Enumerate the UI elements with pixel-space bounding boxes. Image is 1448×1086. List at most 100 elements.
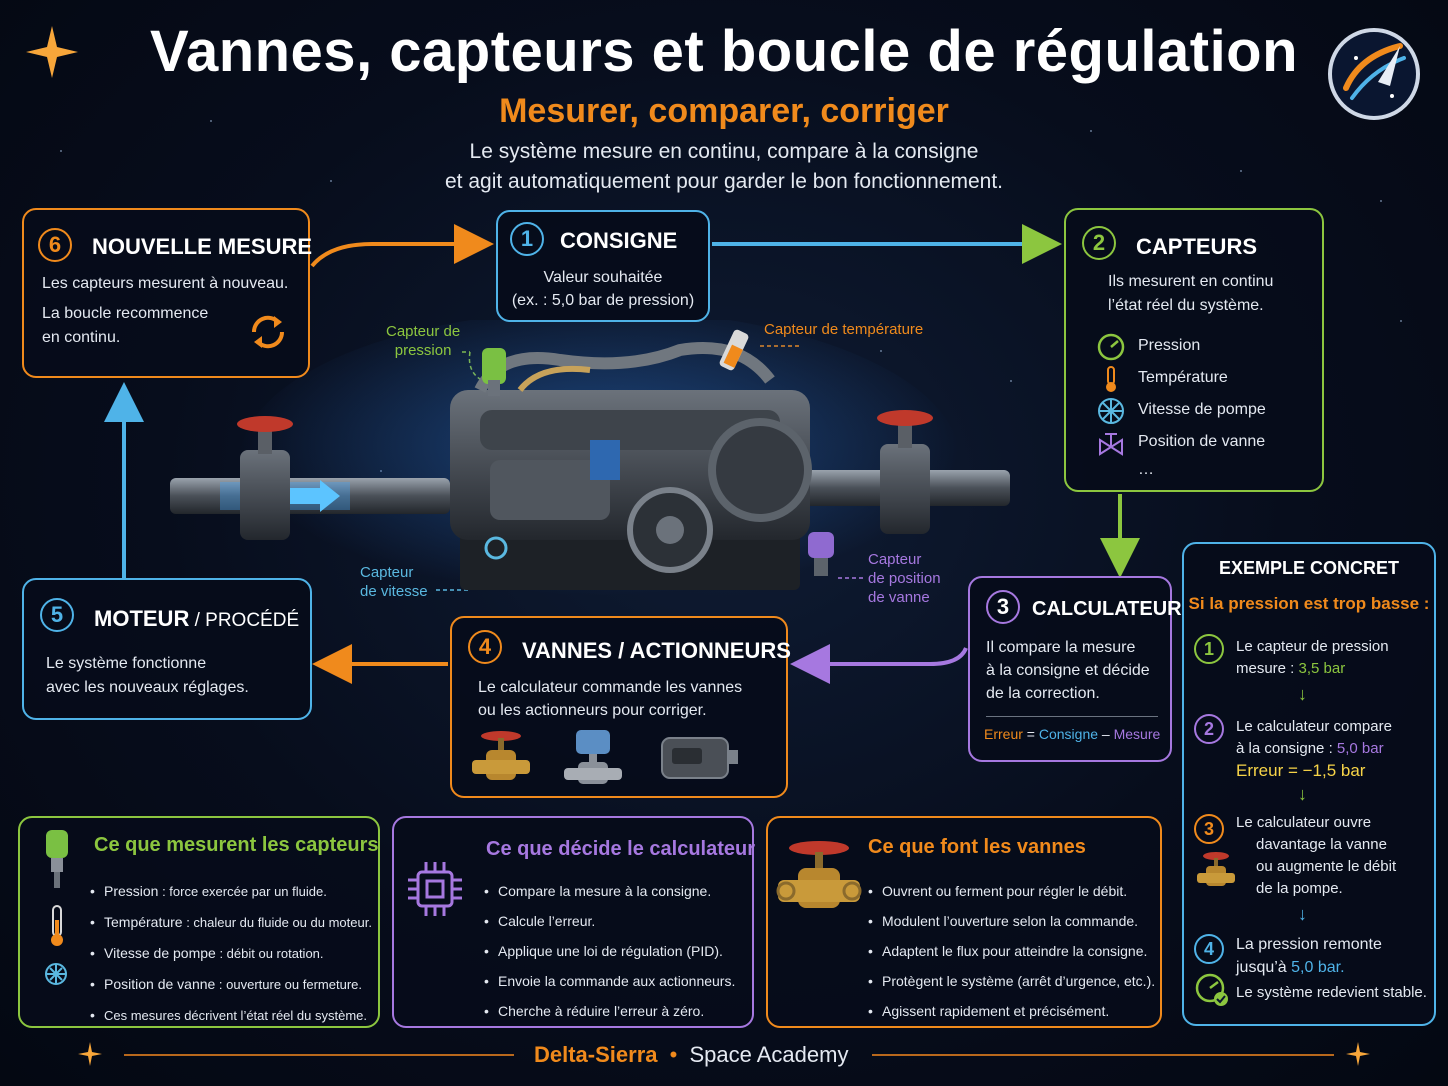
term: Position de vanne: [104, 976, 216, 992]
thermometer-icon: [51, 905, 63, 946]
valves-box-title: Ce que font les vannes: [868, 836, 1086, 858]
formula-error: Erreur: [984, 726, 1023, 742]
list-item: Adaptent le flux pour atteindre la consi…: [868, 936, 1155, 966]
speed-sensor-label-line-1: Capteur: [360, 564, 414, 581]
step-3-line-3: de la correction.: [986, 685, 1100, 702]
valves-info-box: Ce que font les vannes Ouvrent ou fermen…: [766, 816, 1162, 1028]
step-5-title: MOTEUR / PROCÉDÉ: [94, 606, 299, 632]
sensors-info-box: Ce que mesurent les capteurs Pression : …: [18, 816, 380, 1031]
example-step-1-prefix: mesure :: [1236, 660, 1299, 677]
example-step-4-value: 5,0 bar.: [1291, 959, 1345, 976]
actuator-valve-icon: [564, 730, 622, 784]
example-step-3-line-1: Le calculateur ouvre: [1236, 814, 1372, 831]
list-item: Calcule l’erreur.: [484, 906, 735, 936]
example-step-1-value: 3,5 bar: [1298, 660, 1346, 677]
step-3-card: 3 CALCULATEUR Il compare la mesure à la …: [968, 576, 1182, 762]
step-3-number: 3: [986, 590, 1020, 624]
sparkle-icon: [1346, 1042, 1370, 1066]
example-subtitle: Si la pression est trop basse :: [1188, 594, 1430, 613]
list-item: Ces mesures décrivent l’état réel du sys…: [90, 1000, 372, 1031]
footer-brand-name: Delta-Sierra: [534, 1042, 658, 1067]
calculator-box-title: Ce que décide le calculateur: [486, 838, 755, 860]
list-item: Envoie la commande aux actionneurs.: [484, 966, 735, 996]
example-step-2-line-2: à la consigne : 5,0 bar: [1236, 738, 1384, 760]
step-4-line-2: ou les actionneurs pour corriger.: [478, 702, 707, 719]
footer-academy: Space Academy: [689, 1042, 849, 1067]
definition: : ouverture ou fermeture.: [215, 977, 362, 992]
sensor-item-more: …: [1138, 461, 1154, 478]
formula-divider: [986, 716, 1158, 717]
pressure-sensor-label-line-1: Capteur de: [386, 323, 461, 340]
list-item: Ouvrent ou ferment pour régler le débit.: [868, 876, 1155, 906]
list-item: Modulent l’ouverture selon la commande.: [868, 906, 1155, 936]
formula-setpoint: Consigne: [1038, 726, 1099, 742]
sparkle-icon: [78, 1042, 102, 1066]
list-item: Température : chaleur du fluide ou du mo…: [90, 907, 372, 938]
list-item: Pression : force exercée par un fluide.: [90, 876, 372, 907]
calculator-box-list: Compare la mesure à la consigne. Calcule…: [484, 876, 735, 1026]
example-step-3-line-2: davantage la vanne: [1256, 836, 1387, 853]
list-item: Applique une loi de régulation (PID).: [484, 936, 735, 966]
stable-gauge-check-icon: [1195, 973, 1228, 1006]
summary: Ces mesures décrivent l’état réel du sys…: [104, 1008, 367, 1023]
definition: : force exercée par un fluide.: [158, 884, 327, 899]
step-1-title: CONSIGNE: [560, 228, 678, 253]
example-step-1-number: 1: [1194, 634, 1224, 664]
step-2-title: CAPTEURS: [1136, 234, 1258, 259]
footer-separator: •: [669, 1042, 678, 1067]
definition: : débit ou rotation.: [215, 946, 324, 961]
example-step-2-error: Erreur = −1,5 bar: [1236, 761, 1366, 780]
step-1-line-1: Valeur souhaitée: [543, 269, 663, 286]
step-2-line-1: Ils mesurent en continu: [1108, 273, 1274, 290]
term: Vitesse de pompe: [104, 945, 216, 961]
step-6-number: 6: [38, 228, 72, 262]
example-step-2-line-1: Le calculateur compare: [1236, 718, 1392, 735]
step-5-line-2: avec les nouveaux réglages.: [46, 679, 249, 696]
sparkle-icon: [26, 26, 78, 78]
term: Température: [104, 914, 183, 930]
thermometer-icon: [1106, 366, 1116, 392]
pressure-sensor-icon: [46, 830, 68, 888]
valve-position-sensor-label: Capteur de position de vanne: [868, 550, 941, 607]
small-valve-icon: [1197, 852, 1235, 886]
example-step-1-line-1: Le capteur de pression: [1236, 638, 1389, 655]
chip-icon: [408, 862, 462, 916]
step-2-number: 2: [1082, 226, 1116, 260]
step-5-title-main: MOTEUR: [94, 606, 190, 631]
example-step-4-prefix: jusqu’à: [1236, 959, 1292, 976]
intro-line-2: et agit automatiquement pour garder le b…: [444, 170, 1004, 193]
sensors-box-list: Pression : force exercée par un fluide. …: [90, 876, 372, 1031]
temperature-sensor-label: Capteur de température: [764, 321, 924, 338]
example-step-4-number: 4: [1194, 934, 1224, 964]
arrow-down-icon: ↓: [1298, 904, 1307, 924]
list-item: Cherche à réduire l’erreur à zéro.: [484, 996, 735, 1026]
example-step-2-value: 5,0 bar: [1336, 740, 1384, 757]
error-formula: Erreur = Consigne – Mesure: [984, 726, 1160, 742]
valves-box-list: Ouvrent ou ferment pour régler le débit.…: [868, 876, 1155, 1026]
sensors-box-title: Ce que mesurent les capteurs: [94, 834, 379, 856]
example-step-1-line-2: mesure : 3,5 bar: [1236, 658, 1345, 680]
arrow-down-icon: ↓: [1298, 684, 1307, 704]
speed-sensor-label-line-2: de vitesse: [360, 583, 428, 600]
step-6-line-1: Les capteurs mesurent à nouveau.: [42, 275, 289, 292]
speed-sensor-label: Capteur de vitesse: [360, 563, 428, 601]
list-item: Agissent rapidement et précisément.: [868, 996, 1155, 1026]
step-5-title-sub: / PROCÉDÉ: [189, 610, 300, 631]
step-4-title: VANNES / ACTIONNEURS: [522, 638, 791, 663]
pump-machine-illustration: [170, 320, 1010, 610]
step-2-card: 2 CAPTEURS Ils mesurent en continu l’éta…: [1064, 208, 1324, 492]
formula-equals: =: [1026, 726, 1035, 742]
step-5-card: 5 MOTEUR / PROCÉDÉ Le système fonctionne…: [22, 578, 312, 720]
valve-position-label-line-1: Capteur: [868, 551, 922, 568]
valve-position-label-line-2: de position: [868, 570, 941, 587]
formula-measure: Mesure: [1113, 726, 1161, 742]
refresh-cycle-icon: [251, 315, 285, 349]
example-title: EXEMPLE CONCRET: [1218, 558, 1400, 578]
list-item: Vitesse de pompe : débit ou rotation.: [90, 938, 372, 969]
footer-divider-left: [124, 1054, 514, 1056]
fan-icon: [45, 963, 67, 985]
gate-valve-icon: [472, 731, 530, 780]
pressure-sensor-label-line-2: pression: [394, 342, 452, 359]
step-3-title: CALCULATEUR: [1032, 598, 1182, 620]
gauge-icon: [1097, 333, 1125, 361]
